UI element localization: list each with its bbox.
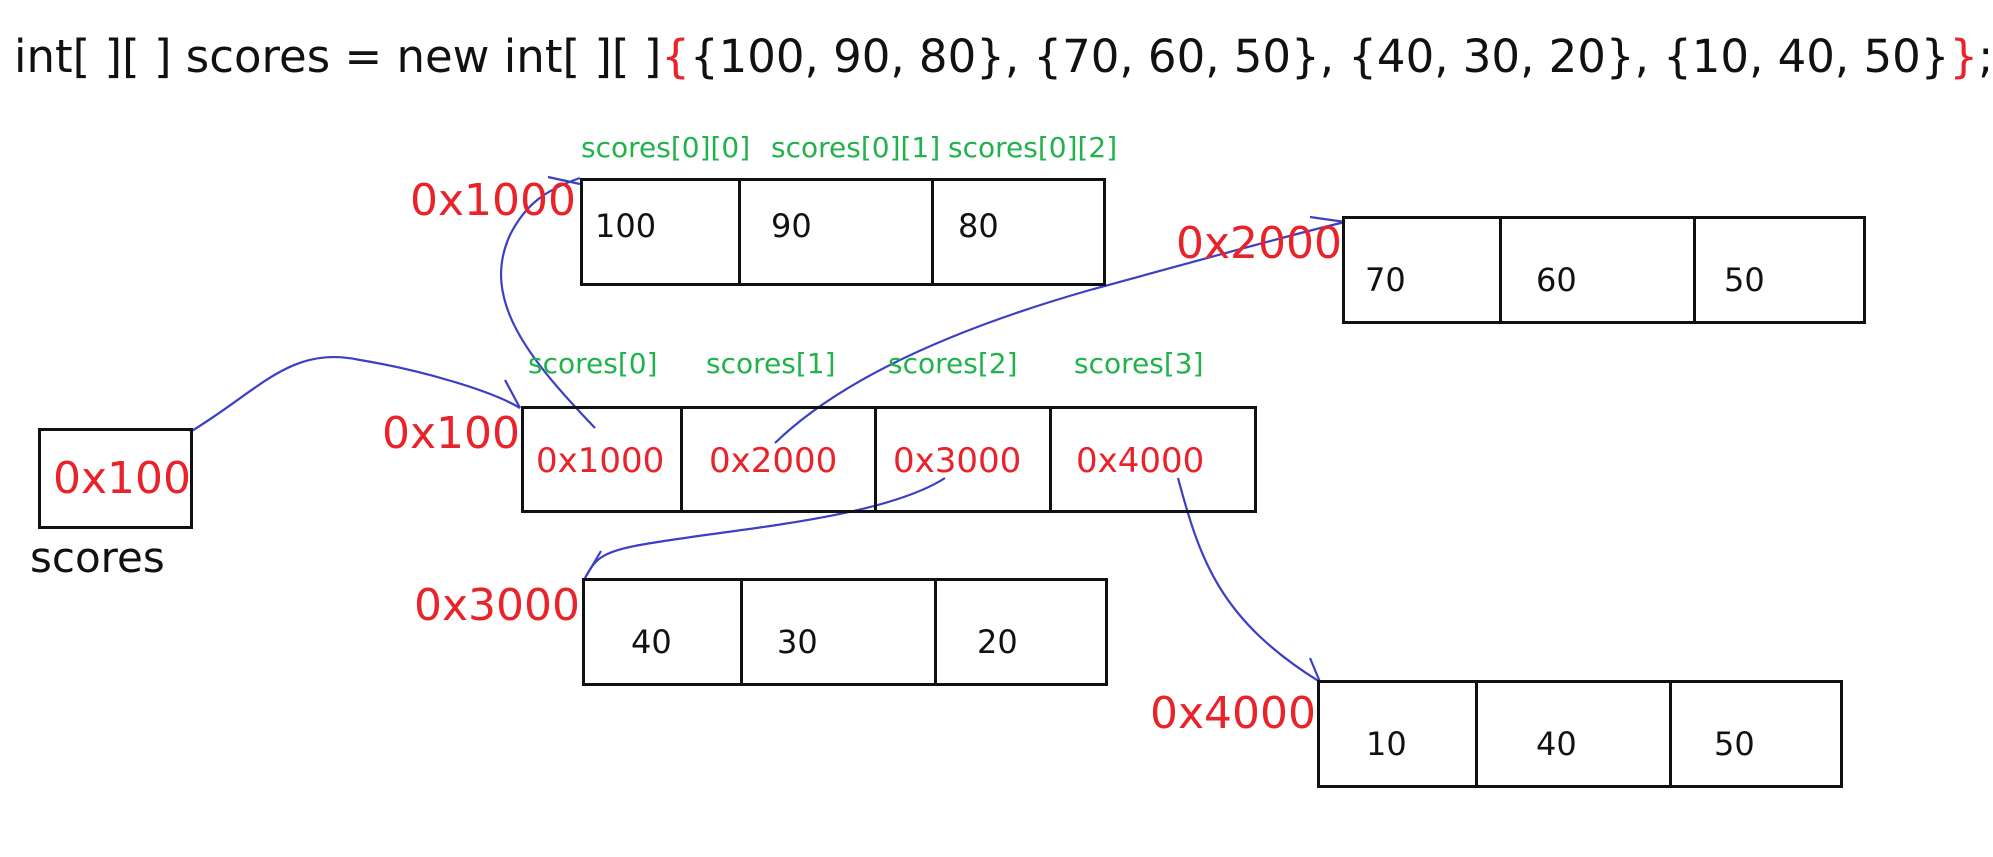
- array-3-cell-2-value: 50: [1714, 725, 1755, 763]
- arrow-head-array-1: [1309, 215, 1346, 224]
- array-2-cell-2: 20: [934, 581, 1108, 683]
- arrow-head-outer: [504, 379, 521, 409]
- array-0-cell-2: 80: [931, 181, 1106, 283]
- array-3-cell-1-value: 40: [1536, 725, 1577, 763]
- outer-cell-3: 0x4000: [1049, 409, 1257, 510]
- outer-array-address: 0x100: [382, 408, 521, 459]
- code-open-brace: {: [661, 30, 690, 83]
- array-0-cell-0-value: 100: [595, 207, 657, 245]
- outer-cell-2-value: 0x3000: [893, 441, 1022, 481]
- array-0-index-label-2: scores[0][2]: [948, 131, 1118, 164]
- outer-cell-1-value: 0x2000: [709, 441, 838, 481]
- outer-cell-3-value: 0x4000: [1076, 441, 1205, 481]
- outer-cell-1: 0x2000: [680, 409, 874, 510]
- array-3-address: 0x4000: [1150, 688, 1317, 739]
- array-1-cell-2: 50: [1693, 219, 1866, 321]
- outer-cell-2: 0x3000: [874, 409, 1049, 510]
- array-0-cell-2-value: 80: [958, 207, 999, 245]
- scores-variable-name: scores: [30, 533, 165, 582]
- arrow-to-array-2: [584, 477, 946, 579]
- array-3-cell-1: 40: [1475, 683, 1669, 785]
- outer-index-label-2: scores[2]: [888, 347, 1018, 380]
- outer-index-label-3: scores[3]: [1074, 347, 1204, 380]
- array-2-cell-0-value: 40: [631, 623, 672, 661]
- arrow-scores-to-outer: [189, 355, 521, 433]
- array-1-cell-2-value: 50: [1724, 261, 1765, 299]
- arrow-head-array-3: [1308, 657, 1322, 683]
- array-1-cell-1-value: 60: [1536, 261, 1577, 299]
- array-0-index-label-1: scores[0][1]: [771, 131, 941, 164]
- array-0-index-label-0: scores[0][0]: [581, 131, 751, 164]
- array-3-cell-0-value: 10: [1366, 725, 1407, 763]
- arrow-head-array-0: [547, 175, 581, 186]
- array-3: 10 40 50: [1317, 680, 1843, 788]
- arrow-to-array-3: [1176, 477, 1321, 683]
- array-0-address: 0x1000: [410, 175, 577, 226]
- array-2: 40 30 20: [582, 578, 1108, 686]
- scores-variable-value: 0x100: [53, 453, 192, 504]
- outer-cell-0: 0x1000: [524, 409, 680, 510]
- code-close-brace: }: [1949, 30, 1979, 83]
- arrow-head-array-2: [584, 550, 602, 579]
- outer-index-label-0: scores[0]: [528, 347, 658, 380]
- arrow-to-array-1: [774, 220, 1346, 444]
- array-1-cell-1: 60: [1499, 219, 1693, 321]
- array-2-address: 0x3000: [414, 580, 581, 631]
- array-0-cell-0: 100: [583, 181, 738, 283]
- arrow-layer: [189, 175, 1346, 683]
- array-1-address: 0x2000: [1176, 218, 1343, 269]
- array-2-cell-1-value: 30: [777, 623, 818, 661]
- outer-index-label-1: scores[1]: [706, 347, 836, 380]
- array-3-cell-2: 50: [1669, 683, 1843, 785]
- code-prefix: int[ ][ ] scores = new int[ ][ ]: [14, 30, 662, 83]
- array-2-cell-0: 40: [585, 581, 740, 683]
- code-line: int[ ][ ] scores = new int[ ][ ]{{100, 9…: [14, 30, 1993, 83]
- code-semicolon: ;: [1978, 30, 1993, 83]
- scores-variable-box: 0x100: [38, 428, 193, 529]
- array-1: 70 60 50: [1342, 216, 1866, 324]
- arrow-to-array-0: [500, 176, 596, 429]
- code-body: {100, 90, 80}, {70, 60, 50}, {40, 30, 20…: [689, 30, 1950, 83]
- array-2-cell-1: 30: [740, 581, 934, 683]
- array-1-cell-0: 70: [1345, 219, 1499, 321]
- array-3-cell-0: 10: [1320, 683, 1475, 785]
- array-0-cell-1: 90: [738, 181, 931, 283]
- array-0-cell-1-value: 90: [771, 207, 812, 245]
- array-0: 100 90 80: [580, 178, 1106, 286]
- array-1-cell-0-value: 70: [1365, 261, 1406, 299]
- array-2-cell-2-value: 20: [977, 623, 1018, 661]
- outer-array: 0x1000 0x2000 0x3000 0x4000: [521, 406, 1257, 513]
- outer-cell-0-value: 0x1000: [536, 441, 665, 481]
- memory-diagram: int[ ][ ] scores = new int[ ][ ]{{100, 9…: [14, 30, 1993, 788]
